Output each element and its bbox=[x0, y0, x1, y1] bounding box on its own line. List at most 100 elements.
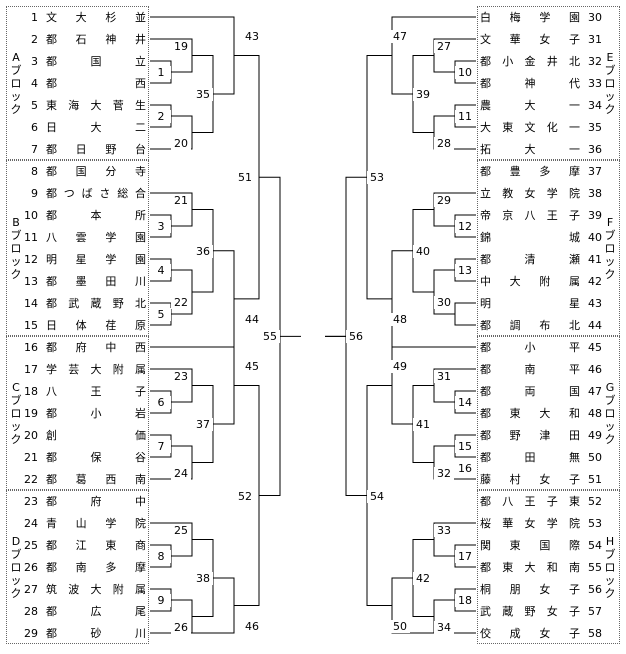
entry-number: 46 bbox=[588, 363, 602, 376]
match-number: 43 bbox=[242, 29, 262, 43]
team-name: 都 保 谷 bbox=[46, 451, 146, 464]
entry-number: 8 bbox=[31, 165, 38, 178]
match-number: 1 bbox=[151, 66, 171, 79]
team-name: 中大附属 bbox=[480, 275, 580, 288]
match-number: 21 bbox=[171, 193, 191, 207]
team-name: 八 王 子 bbox=[46, 385, 146, 398]
team-name: 白梅学園 bbox=[480, 11, 580, 24]
match-number: 41 bbox=[413, 418, 433, 431]
team-name: 都 広 尾 bbox=[46, 605, 146, 618]
match-number: 12 bbox=[455, 220, 475, 233]
entry-number: 58 bbox=[588, 627, 602, 640]
match-number: 15 bbox=[455, 440, 475, 453]
team-name: 佼成女子 bbox=[480, 627, 580, 640]
entry-number: 2 bbox=[31, 33, 38, 46]
match-number: 52 bbox=[235, 489, 255, 503]
team-name: 都南多摩 bbox=[46, 561, 146, 574]
team-name: 東海大菅生 bbox=[46, 99, 146, 112]
team-name: 都石神井 bbox=[46, 33, 146, 46]
team-name: 都葛西南 bbox=[46, 473, 146, 486]
entry-number: 14 bbox=[24, 297, 38, 310]
match-number: 42 bbox=[413, 572, 433, 585]
block-frame-right bbox=[477, 336, 620, 490]
match-number: 19 bbox=[171, 39, 191, 53]
match-number: 47 bbox=[390, 29, 410, 43]
match-number: 3 bbox=[151, 220, 171, 233]
entry-number: 52 bbox=[588, 495, 602, 508]
team-name: 青山学院 bbox=[46, 517, 146, 530]
entry-number: 56 bbox=[588, 583, 602, 596]
match-number: 36 bbox=[193, 244, 213, 258]
team-name: 文大杉並 bbox=[46, 11, 146, 24]
entry-number: 11 bbox=[24, 231, 38, 244]
entry-number: 31 bbox=[588, 33, 602, 46]
team-name: 文華女子 bbox=[480, 33, 580, 46]
match-number: 24 bbox=[171, 466, 191, 480]
entry-number: 29 bbox=[24, 627, 38, 640]
entry-number: 50 bbox=[588, 451, 602, 464]
team-name: 農 大 一 bbox=[480, 99, 580, 112]
entry-number: 24 bbox=[24, 517, 38, 530]
team-name: 都 神 代 bbox=[480, 77, 580, 90]
entry-number: 53 bbox=[588, 517, 602, 530]
team-name: 都 国 立 bbox=[46, 55, 146, 68]
entry-number: 23 bbox=[24, 495, 38, 508]
match-number: 26 bbox=[171, 620, 191, 634]
team-name: 都日野台 bbox=[46, 143, 146, 156]
block-frame-right bbox=[477, 160, 620, 336]
team-name: 八雲学園 bbox=[46, 231, 146, 244]
match-number: 4 bbox=[151, 264, 171, 277]
team-name: 帝京八王子 bbox=[480, 209, 580, 222]
entry-number: 32 bbox=[588, 55, 602, 68]
team-name: 都 南 平 bbox=[480, 363, 580, 376]
block-frame-left bbox=[6, 6, 149, 160]
team-name: 都府中西 bbox=[46, 341, 146, 354]
team-name: 錦 城 bbox=[480, 231, 580, 244]
team-name: 都 清 瀬 bbox=[480, 253, 580, 266]
entry-number: 41 bbox=[588, 253, 602, 266]
match-number: 49 bbox=[390, 359, 410, 373]
entry-number: 33 bbox=[588, 77, 602, 90]
team-name: 日体荏原 bbox=[46, 319, 146, 332]
entry-number: 55 bbox=[588, 561, 602, 574]
match-number: 33 bbox=[434, 523, 454, 537]
match-number: 35 bbox=[193, 88, 213, 101]
match-number: 50 bbox=[390, 619, 410, 633]
team-name: 桐朋女子 bbox=[480, 583, 580, 596]
entry-number: 47 bbox=[588, 385, 602, 398]
match-number: 2 bbox=[151, 110, 171, 123]
entry-number: 37 bbox=[588, 165, 602, 178]
team-name: 日 大 二 bbox=[46, 121, 146, 134]
match-number: 53 bbox=[367, 171, 387, 185]
match-number: 5 bbox=[151, 308, 171, 321]
entry-number: 10 bbox=[24, 209, 38, 222]
entry-number: 27 bbox=[24, 583, 38, 596]
match-number: 9 bbox=[151, 594, 171, 607]
team-name: 都八王子東 bbox=[480, 495, 580, 508]
entry-number: 25 bbox=[24, 539, 38, 552]
match-number: 34 bbox=[434, 620, 454, 634]
entry-number: 35 bbox=[588, 121, 602, 134]
entry-number: 43 bbox=[588, 297, 602, 310]
team-name: 筑波大附属 bbox=[46, 583, 146, 596]
entry-number: 30 bbox=[588, 11, 602, 24]
entry-number: 39 bbox=[588, 209, 602, 222]
match-number: 56 bbox=[346, 330, 366, 344]
entry-number: 13 bbox=[24, 275, 38, 288]
entry-number: 4 bbox=[31, 77, 38, 90]
match-number: 31 bbox=[434, 369, 454, 383]
entry-number: 17 bbox=[24, 363, 38, 376]
match-number: 23 bbox=[171, 369, 191, 383]
team-name: 都野津田 bbox=[480, 429, 580, 442]
entry-number: 7 bbox=[31, 143, 38, 156]
match-number: 45 bbox=[242, 359, 262, 373]
match-number: 51 bbox=[235, 171, 255, 185]
team-name: 都 小 岩 bbox=[46, 407, 146, 420]
team-name: 創 価 bbox=[46, 429, 146, 442]
entry-number: 1 bbox=[31, 11, 38, 24]
match-number: 7 bbox=[151, 440, 171, 453]
